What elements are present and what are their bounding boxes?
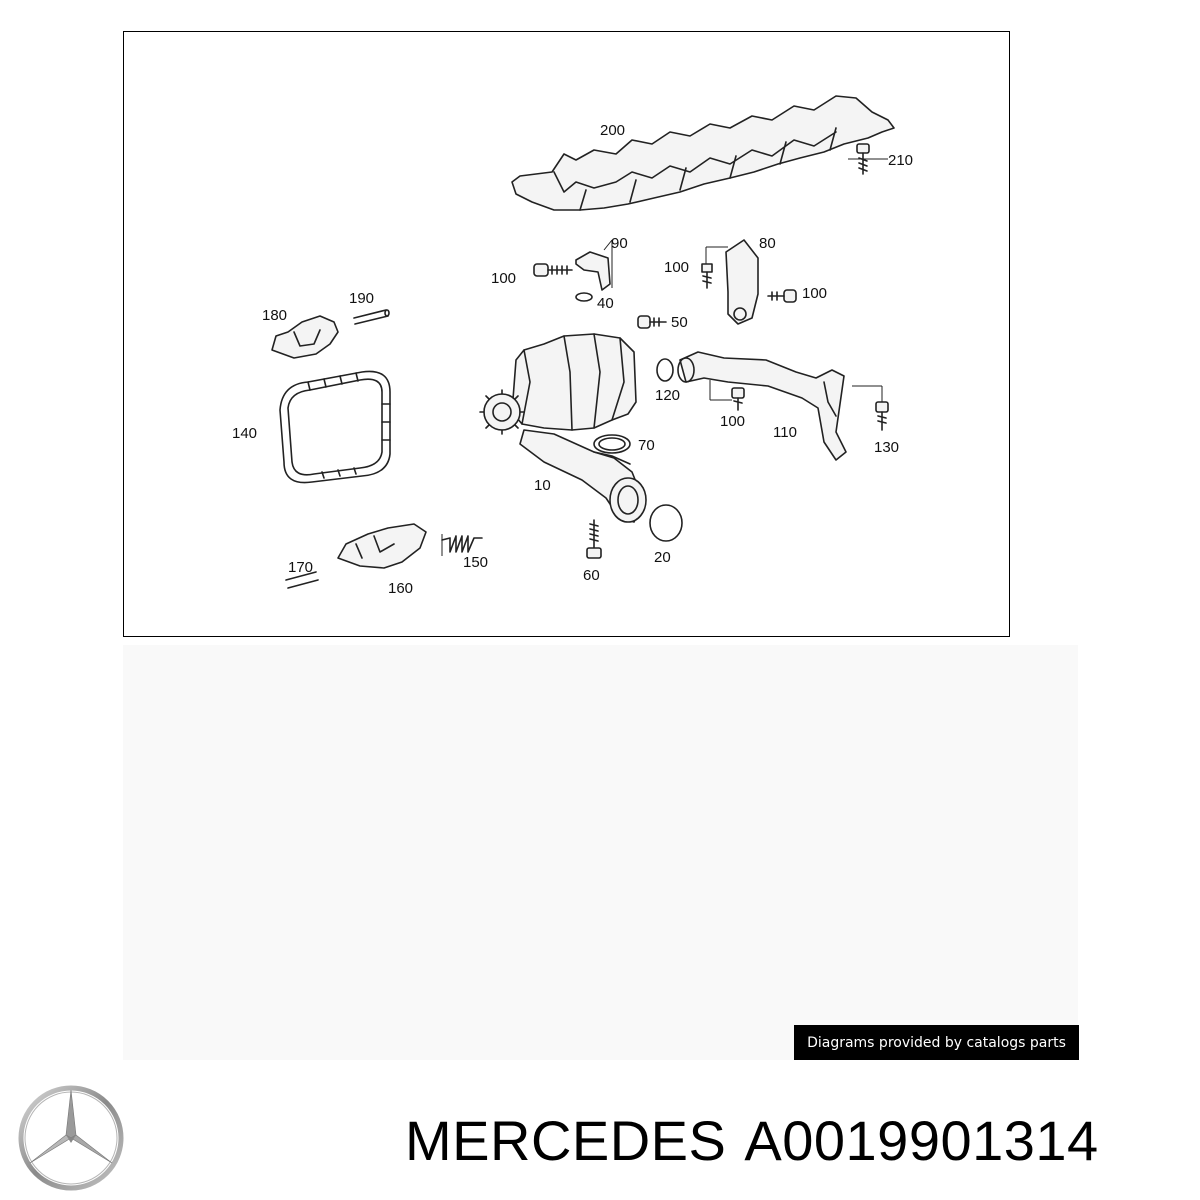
pin-190 — [353, 309, 390, 325]
callout-70: 70 — [638, 437, 655, 454]
parts-diagram: 200 210 90 100 40 80 100 100 180 190 50 … — [123, 31, 1010, 637]
bolt-100-upper-left — [533, 263, 573, 277]
bolt-100-lower — [731, 387, 745, 411]
bolt-210 — [856, 143, 870, 175]
brand-name: MERCEDES — [405, 1109, 727, 1172]
callout-140: 140 — [232, 425, 257, 442]
spring-150 — [441, 534, 483, 556]
callout-150: 150 — [463, 554, 488, 571]
pin-170 — [285, 571, 319, 589]
callout-100-d: 100 — [720, 413, 745, 430]
callout-110: 110 — [773, 424, 797, 441]
callout-210: 210 — [888, 152, 913, 169]
oil-pipe-110 — [677, 351, 847, 461]
part-baffle-200 — [511, 95, 895, 211]
callout-10: 10 — [534, 477, 551, 494]
callout-60: 60 — [583, 567, 600, 584]
timing-chain-140 — [279, 370, 391, 484]
callout-130: 130 — [874, 439, 899, 456]
bolt-60 — [586, 519, 602, 559]
callout-120: 120 — [655, 387, 680, 404]
diagram-credit-badge: Diagrams provided by catalogs parts — [794, 1025, 1079, 1060]
callout-200: 200 — [600, 122, 625, 139]
callout-170: 170 — [288, 559, 313, 576]
o-ring-120 — [656, 358, 674, 382]
tensioner-160 — [337, 523, 427, 569]
guide-rail-180 — [271, 315, 339, 359]
exploded-view-drawing: 200 210 90 100 40 80 100 100 180 190 50 … — [232, 95, 913, 597]
o-ring-70 — [593, 434, 631, 454]
callout-50: 50 — [671, 314, 688, 331]
gasket-20 — [649, 504, 683, 542]
callout-20: 20 — [654, 549, 671, 566]
oil-pump-body — [479, 333, 637, 435]
bolt-130 — [875, 401, 889, 431]
sensor-80 — [725, 239, 759, 325]
callout-40: 40 — [597, 295, 614, 312]
callout-80: 80 — [759, 235, 776, 252]
callout-100-b: 100 — [664, 259, 689, 276]
bolt-100-upper-right-b — [767, 289, 797, 303]
pickup-tube-10 — [519, 429, 647, 523]
callout-160: 160 — [388, 580, 413, 597]
callout-100-a: 100 — [491, 270, 516, 287]
part-number: A0019901314 — [744, 1109, 1099, 1172]
watermark-area — [123, 645, 1078, 1060]
mercedes-star-icon — [18, 1085, 124, 1191]
bolt-50 — [637, 315, 667, 329]
callout-90: 90 — [611, 235, 628, 252]
callout-100-c: 100 — [802, 285, 827, 302]
bracket-90 — [575, 251, 611, 291]
washer-40 — [575, 292, 593, 302]
callout-180: 180 — [262, 307, 287, 324]
callout-190: 190 — [349, 290, 374, 307]
bolt-100-upper-right-a — [701, 263, 713, 289]
part-title: MERCEDES A0019901314 — [405, 1108, 1117, 1172]
